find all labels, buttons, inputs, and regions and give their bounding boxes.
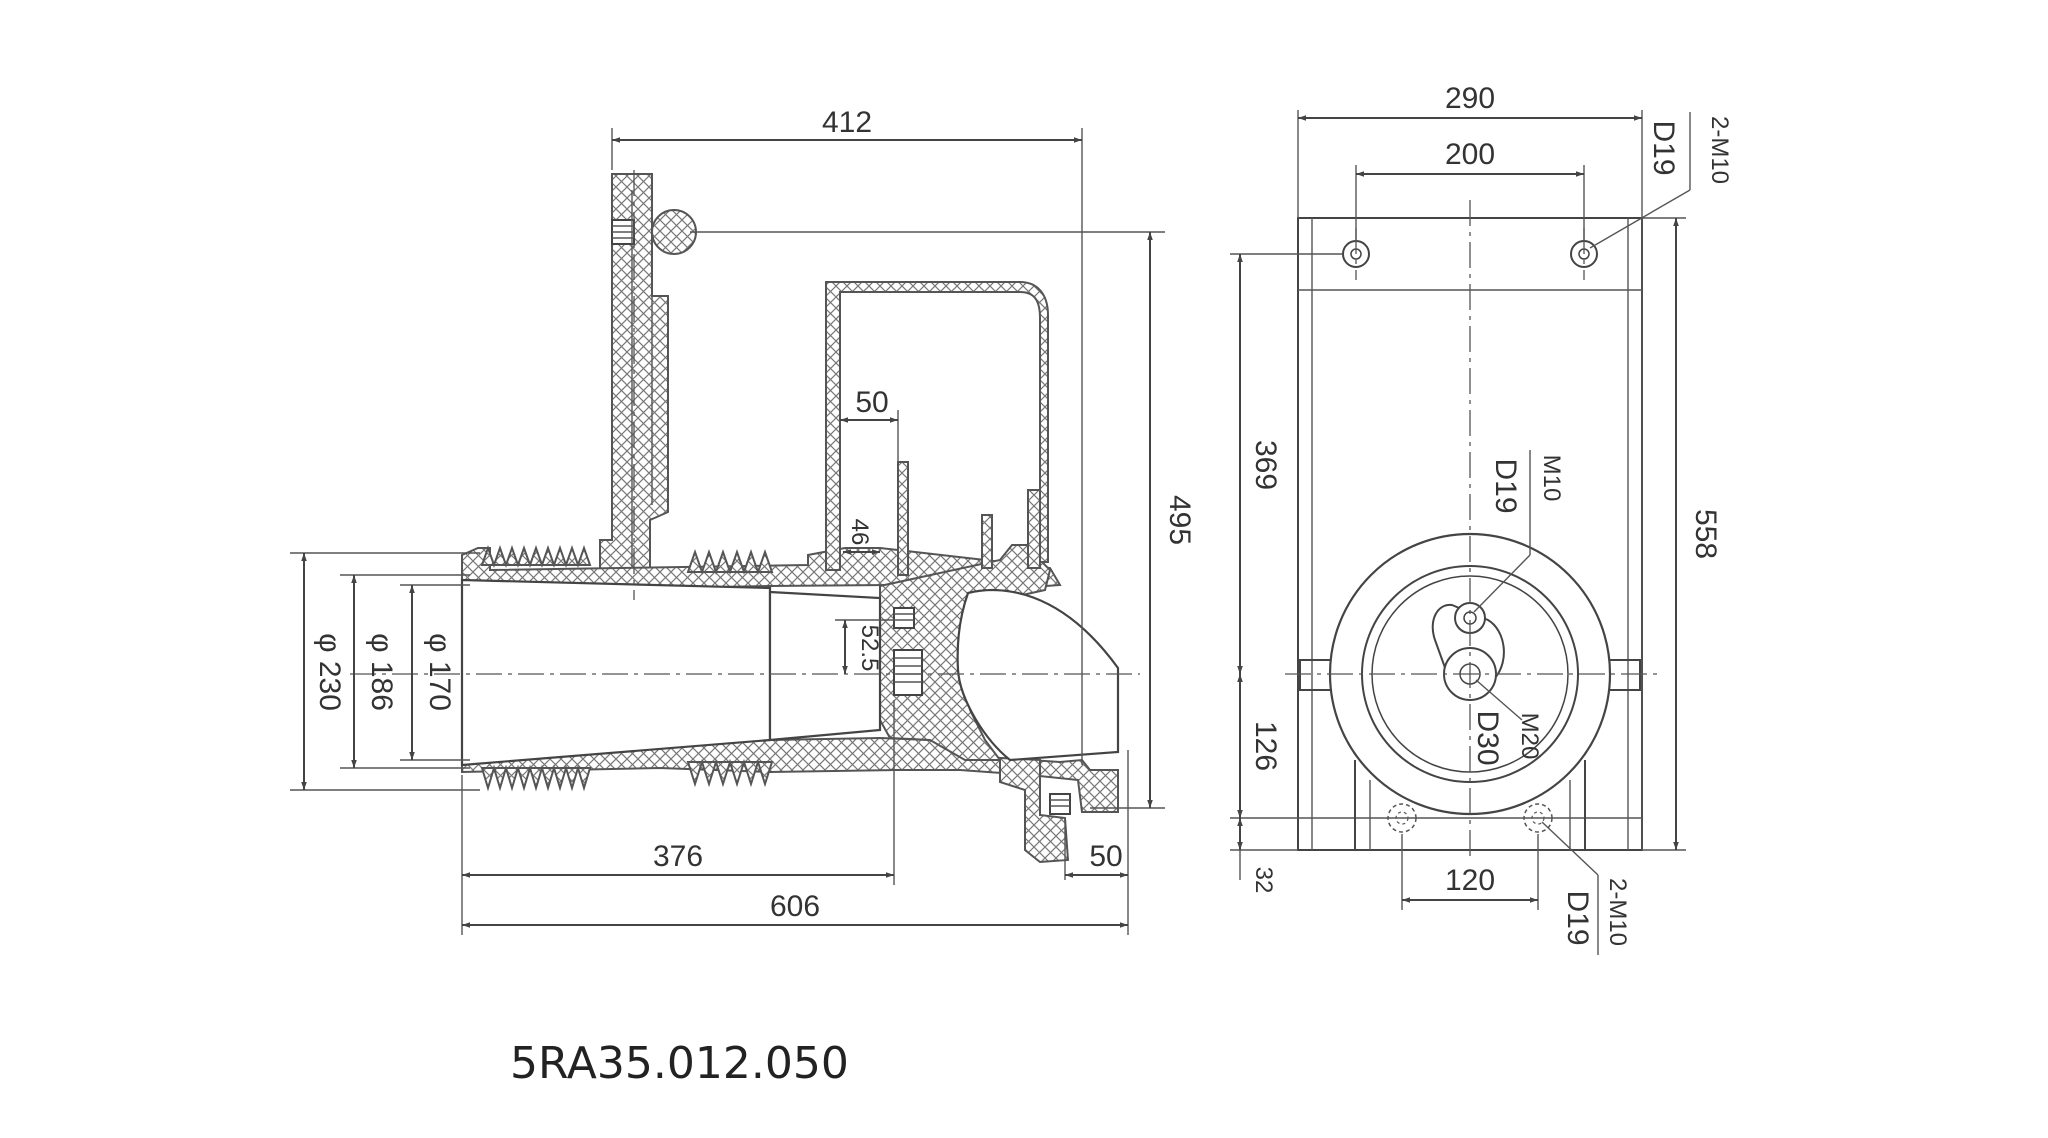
bottom-right-hole bbox=[1523, 803, 1553, 833]
dim-46: 46 bbox=[846, 519, 873, 546]
dim-412: 412 bbox=[822, 106, 872, 139]
dim-495: 495 bbox=[1163, 495, 1196, 545]
upper-insert bbox=[893, 607, 915, 629]
lower-sheds-right bbox=[686, 758, 774, 788]
upper-sheds-right bbox=[686, 548, 774, 576]
dim-dia-186: φ 186 bbox=[365, 633, 398, 711]
flange-insert bbox=[1049, 793, 1071, 815]
dome-end bbox=[956, 588, 1120, 762]
vertical-arm-section bbox=[599, 173, 669, 586]
callout-small-depth: D19 bbox=[1489, 458, 1522, 513]
lower-sheds bbox=[480, 764, 592, 792]
dim-606: 606 bbox=[770, 890, 820, 923]
dim-32: 32 bbox=[1250, 867, 1277, 894]
upper-sheds bbox=[480, 544, 592, 569]
arm-mounting-boss bbox=[651, 209, 697, 255]
side-section-view: 412 495 50 46 52.5 φ 230 φ 186 φ 170 bbox=[290, 106, 1196, 935]
dim-slot-50: 50 bbox=[855, 386, 888, 419]
handle-fins bbox=[897, 461, 1041, 576]
dim-52-5: 52.5 bbox=[856, 625, 883, 672]
center-insert bbox=[893, 649, 923, 696]
bottom-flange bbox=[999, 756, 1070, 864]
upper-handle bbox=[825, 281, 1049, 571]
callout-top-depth: D19 bbox=[1647, 120, 1680, 175]
callout-center-thread: M20 bbox=[1516, 713, 1543, 760]
callout-top-thread: 2-M10 bbox=[1706, 116, 1733, 184]
dim-376: 376 bbox=[653, 840, 703, 873]
dim-200: 200 bbox=[1445, 138, 1495, 171]
callout-small-thread: M10 bbox=[1538, 455, 1565, 502]
dim-dia-230: φ 230 bbox=[313, 633, 346, 711]
dim-369: 369 bbox=[1249, 440, 1282, 490]
inner-bore bbox=[460, 578, 772, 767]
dim-dia-170: φ 170 bbox=[423, 633, 456, 711]
callout-bottom-thread: 2-M10 bbox=[1604, 878, 1631, 946]
dim-120: 120 bbox=[1445, 864, 1495, 897]
part-number: 5RA35.012.050 bbox=[510, 1038, 849, 1089]
dim-558: 558 bbox=[1689, 509, 1722, 559]
second-bore bbox=[768, 590, 882, 742]
callout-bottom-depth: D19 bbox=[1561, 890, 1594, 945]
bottom-left-hole bbox=[1387, 803, 1417, 833]
callout-center-depth: D30 bbox=[1471, 710, 1504, 765]
front-view: 290 200 2-M10 D19 369 126 32 558 M10 bbox=[1230, 82, 1733, 955]
dim-flange-50: 50 bbox=[1089, 840, 1122, 873]
dim-126: 126 bbox=[1249, 721, 1282, 771]
dim-290: 290 bbox=[1445, 82, 1495, 115]
